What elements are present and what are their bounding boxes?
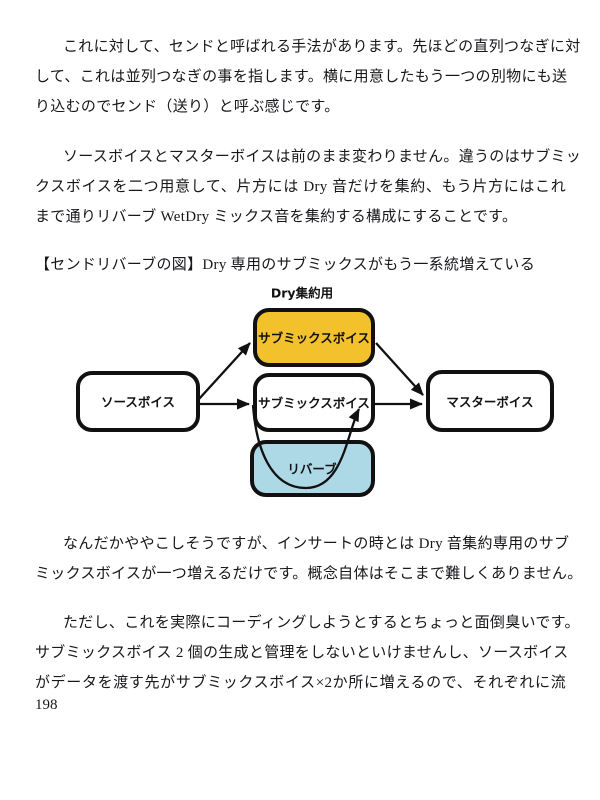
source-voice-box bbox=[76, 371, 200, 432]
master-voice-box bbox=[426, 370, 554, 432]
reverb-label: リバーブ bbox=[287, 462, 337, 477]
paragraph: ただし、これを実際にコーディングしようとするとちょっと面倒臭いです。 サブミック… bbox=[35, 608, 580, 698]
dry-submix-voice-box bbox=[253, 308, 375, 367]
paragraph: これに対して、センドと呼ばれる手法があります。先ほどの直列つなぎに対 して、これ… bbox=[35, 32, 581, 122]
paragraph: なんだかややこしそうですが、インサートの時とは Dry 音集約専用のサブ ミック… bbox=[35, 529, 583, 589]
figure-caption: 【センドリバーブの図】Dry 専用のサブミックスがもう一系統増えている bbox=[35, 257, 536, 273]
arrow-dry-submix-to-master bbox=[375, 342, 424, 396]
text-line: ソースボイスとマスターボイスは前のまま変わりません。違うのはサブミッ bbox=[63, 149, 582, 165]
send-reverb-diagram: Dry集約用 ソースボイス サブミックスボイス サブミックスボイス リバーブ マ… bbox=[76, 286, 554, 497]
text-line: まで通りリバーブ WetDry ミックス音を集約する構成にすることです。 bbox=[35, 209, 518, 225]
arrow-loop-submix-through-reverb bbox=[251, 404, 361, 490]
master-voice-label: マスターボイス bbox=[446, 395, 533, 410]
text-line: り込むのでセンド（送り）と呼ぶ感じです。 bbox=[35, 99, 340, 115]
text-line: がデータを渡す先がサブミックスボイス×2か所に増えるので、それぞれに流 bbox=[35, 675, 566, 691]
submix-voice-label: サブミックスボイス bbox=[258, 396, 370, 411]
text-line: ただし、これを実際にコーディングしようとするとちょっと面倒臭いです。 bbox=[63, 615, 580, 631]
paragraph: ソースボイスとマスターボイスは前のまま変わりません。違うのはサブミッ クスボイス… bbox=[35, 142, 582, 232]
text-line: サブミックスボイス 2 個の生成と管理をしないといけませんし、ソースボイス bbox=[35, 645, 569, 661]
arrow-source-to-dry-submix bbox=[198, 342, 251, 400]
text-line: なんだかややこしそうですが、インサートの時とは Dry 音集約専用のサブ bbox=[63, 536, 570, 552]
text-line: クスボイスを二つ用意して、片方には Dry 音だけを集約、もう片方にはこれ bbox=[35, 179, 566, 195]
diagram-annotation-dry: Dry集約用 bbox=[271, 286, 333, 301]
dry-submix-voice-label: サブミックスボイス bbox=[258, 331, 370, 346]
submix-voice-box bbox=[253, 373, 375, 432]
page-number: 198 bbox=[35, 697, 58, 713]
source-voice-label: ソースボイス bbox=[101, 395, 175, 410]
text-line: これに対して、センドと呼ばれる手法があります。先ほどの直列つなぎに対 bbox=[63, 39, 581, 55]
text-line: して、これは並列つなぎの事を指します。横に用意したもう一つの別物にも送 bbox=[35, 69, 568, 85]
text-line: ミックスボイスが一つ増えるだけです。概念自体はそこまで難しくありません。 bbox=[35, 566, 583, 582]
